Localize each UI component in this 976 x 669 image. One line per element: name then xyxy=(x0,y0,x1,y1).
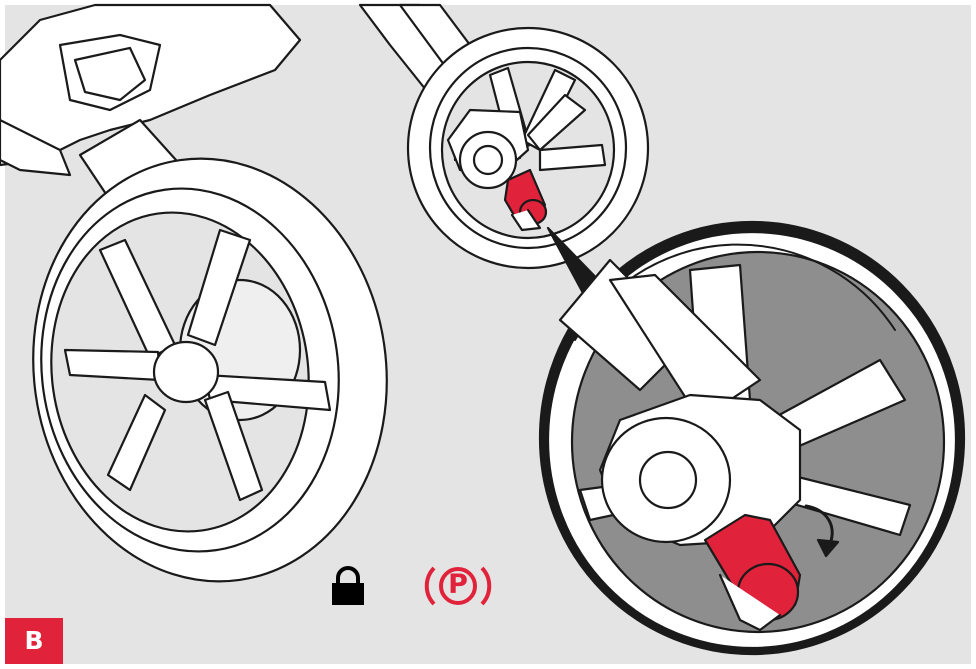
step-badge: B xyxy=(5,618,63,664)
magnified-brake-detail xyxy=(538,220,966,656)
parking-brake-letter: P xyxy=(448,569,468,600)
stroller-frame xyxy=(0,3,502,217)
parking-brake-icon: P xyxy=(422,564,494,608)
front-wheel xyxy=(406,26,650,270)
padlock-icon xyxy=(330,566,366,606)
rear-wheel xyxy=(32,157,388,583)
